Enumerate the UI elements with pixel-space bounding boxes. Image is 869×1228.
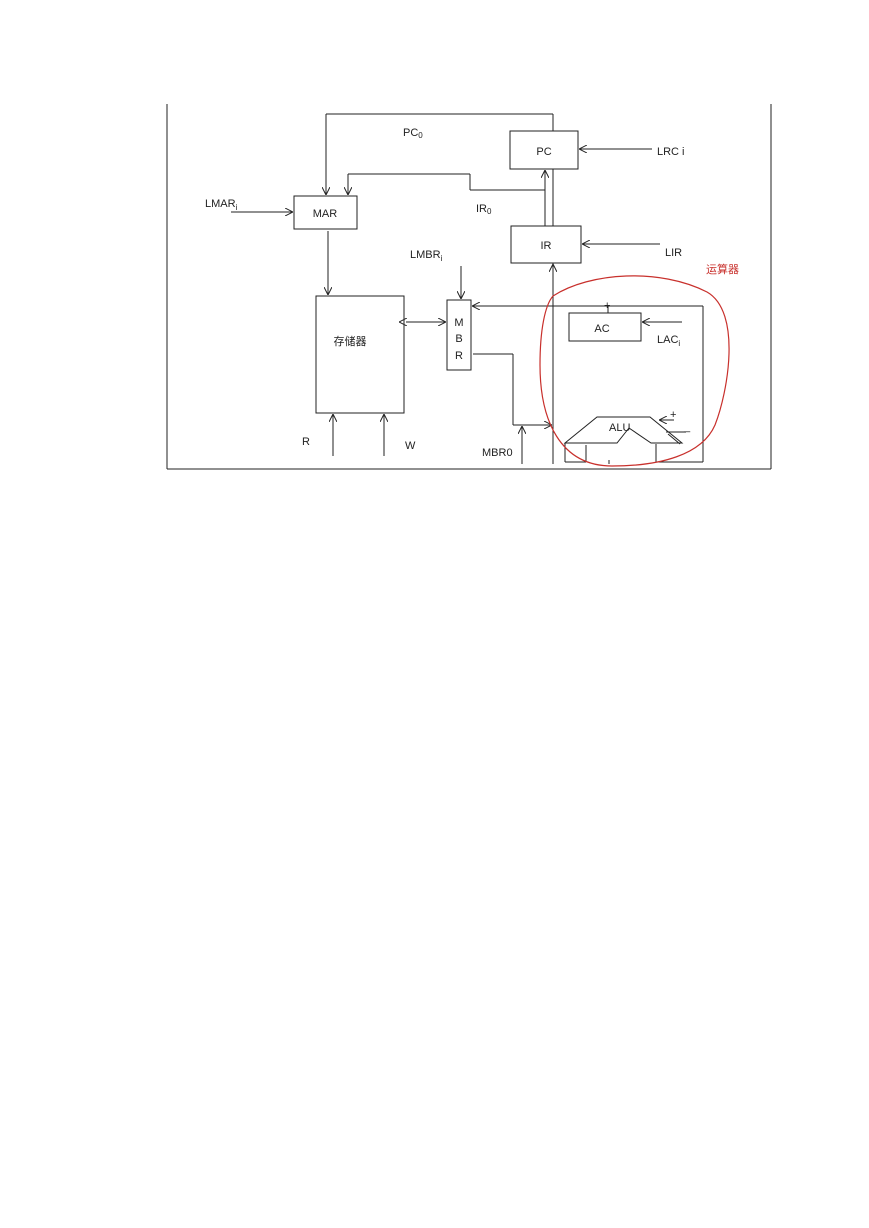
ac-label: AC	[594, 323, 609, 335]
lir-label: LIR	[665, 247, 682, 259]
ac-feedback-bus	[473, 306, 704, 464]
mbr0-bus	[473, 353, 551, 464]
plus-mark-right: +	[670, 409, 676, 421]
arithmetic-unit-label: 运算器	[706, 262, 739, 276]
plus-mark-top: +	[604, 300, 610, 312]
alu-label: ALU	[609, 422, 630, 434]
lpci-label: LRC i	[657, 146, 685, 158]
mbr-letter-3: R	[455, 350, 463, 362]
alu-control-marks	[660, 420, 686, 445]
pc0-label: PC0	[403, 127, 423, 140]
minus-mark-right: _	[683, 421, 691, 433]
ir0-label: IR0	[476, 203, 492, 216]
figure-frame	[166, 104, 772, 470]
mbr-letter-1: M	[454, 317, 463, 329]
ir-register	[510, 225, 582, 264]
ir-label: IR	[541, 240, 552, 252]
pc-label: PC	[536, 146, 551, 158]
mbr0-label: MBR0	[482, 447, 513, 459]
write-signal-label: W	[405, 440, 416, 452]
ir0-bus	[348, 173, 545, 194]
arithmetic-unit-circle	[539, 275, 730, 467]
mbr-letter-2: B	[455, 333, 462, 345]
pc-register	[509, 130, 579, 170]
lac-label: LACi	[657, 334, 680, 348]
lmbr-label: LMBRi	[410, 249, 443, 263]
lmar-label: LMARi	[205, 198, 238, 212]
mar-label: MAR	[313, 208, 338, 220]
memory-label: 存储器	[334, 334, 367, 348]
alu-unit	[563, 416, 684, 463]
mar-register	[293, 195, 358, 230]
memory-block	[315, 295, 405, 414]
ac-register	[568, 312, 642, 342]
read-signal-label: R	[302, 436, 310, 448]
mbr-register	[446, 299, 472, 371]
